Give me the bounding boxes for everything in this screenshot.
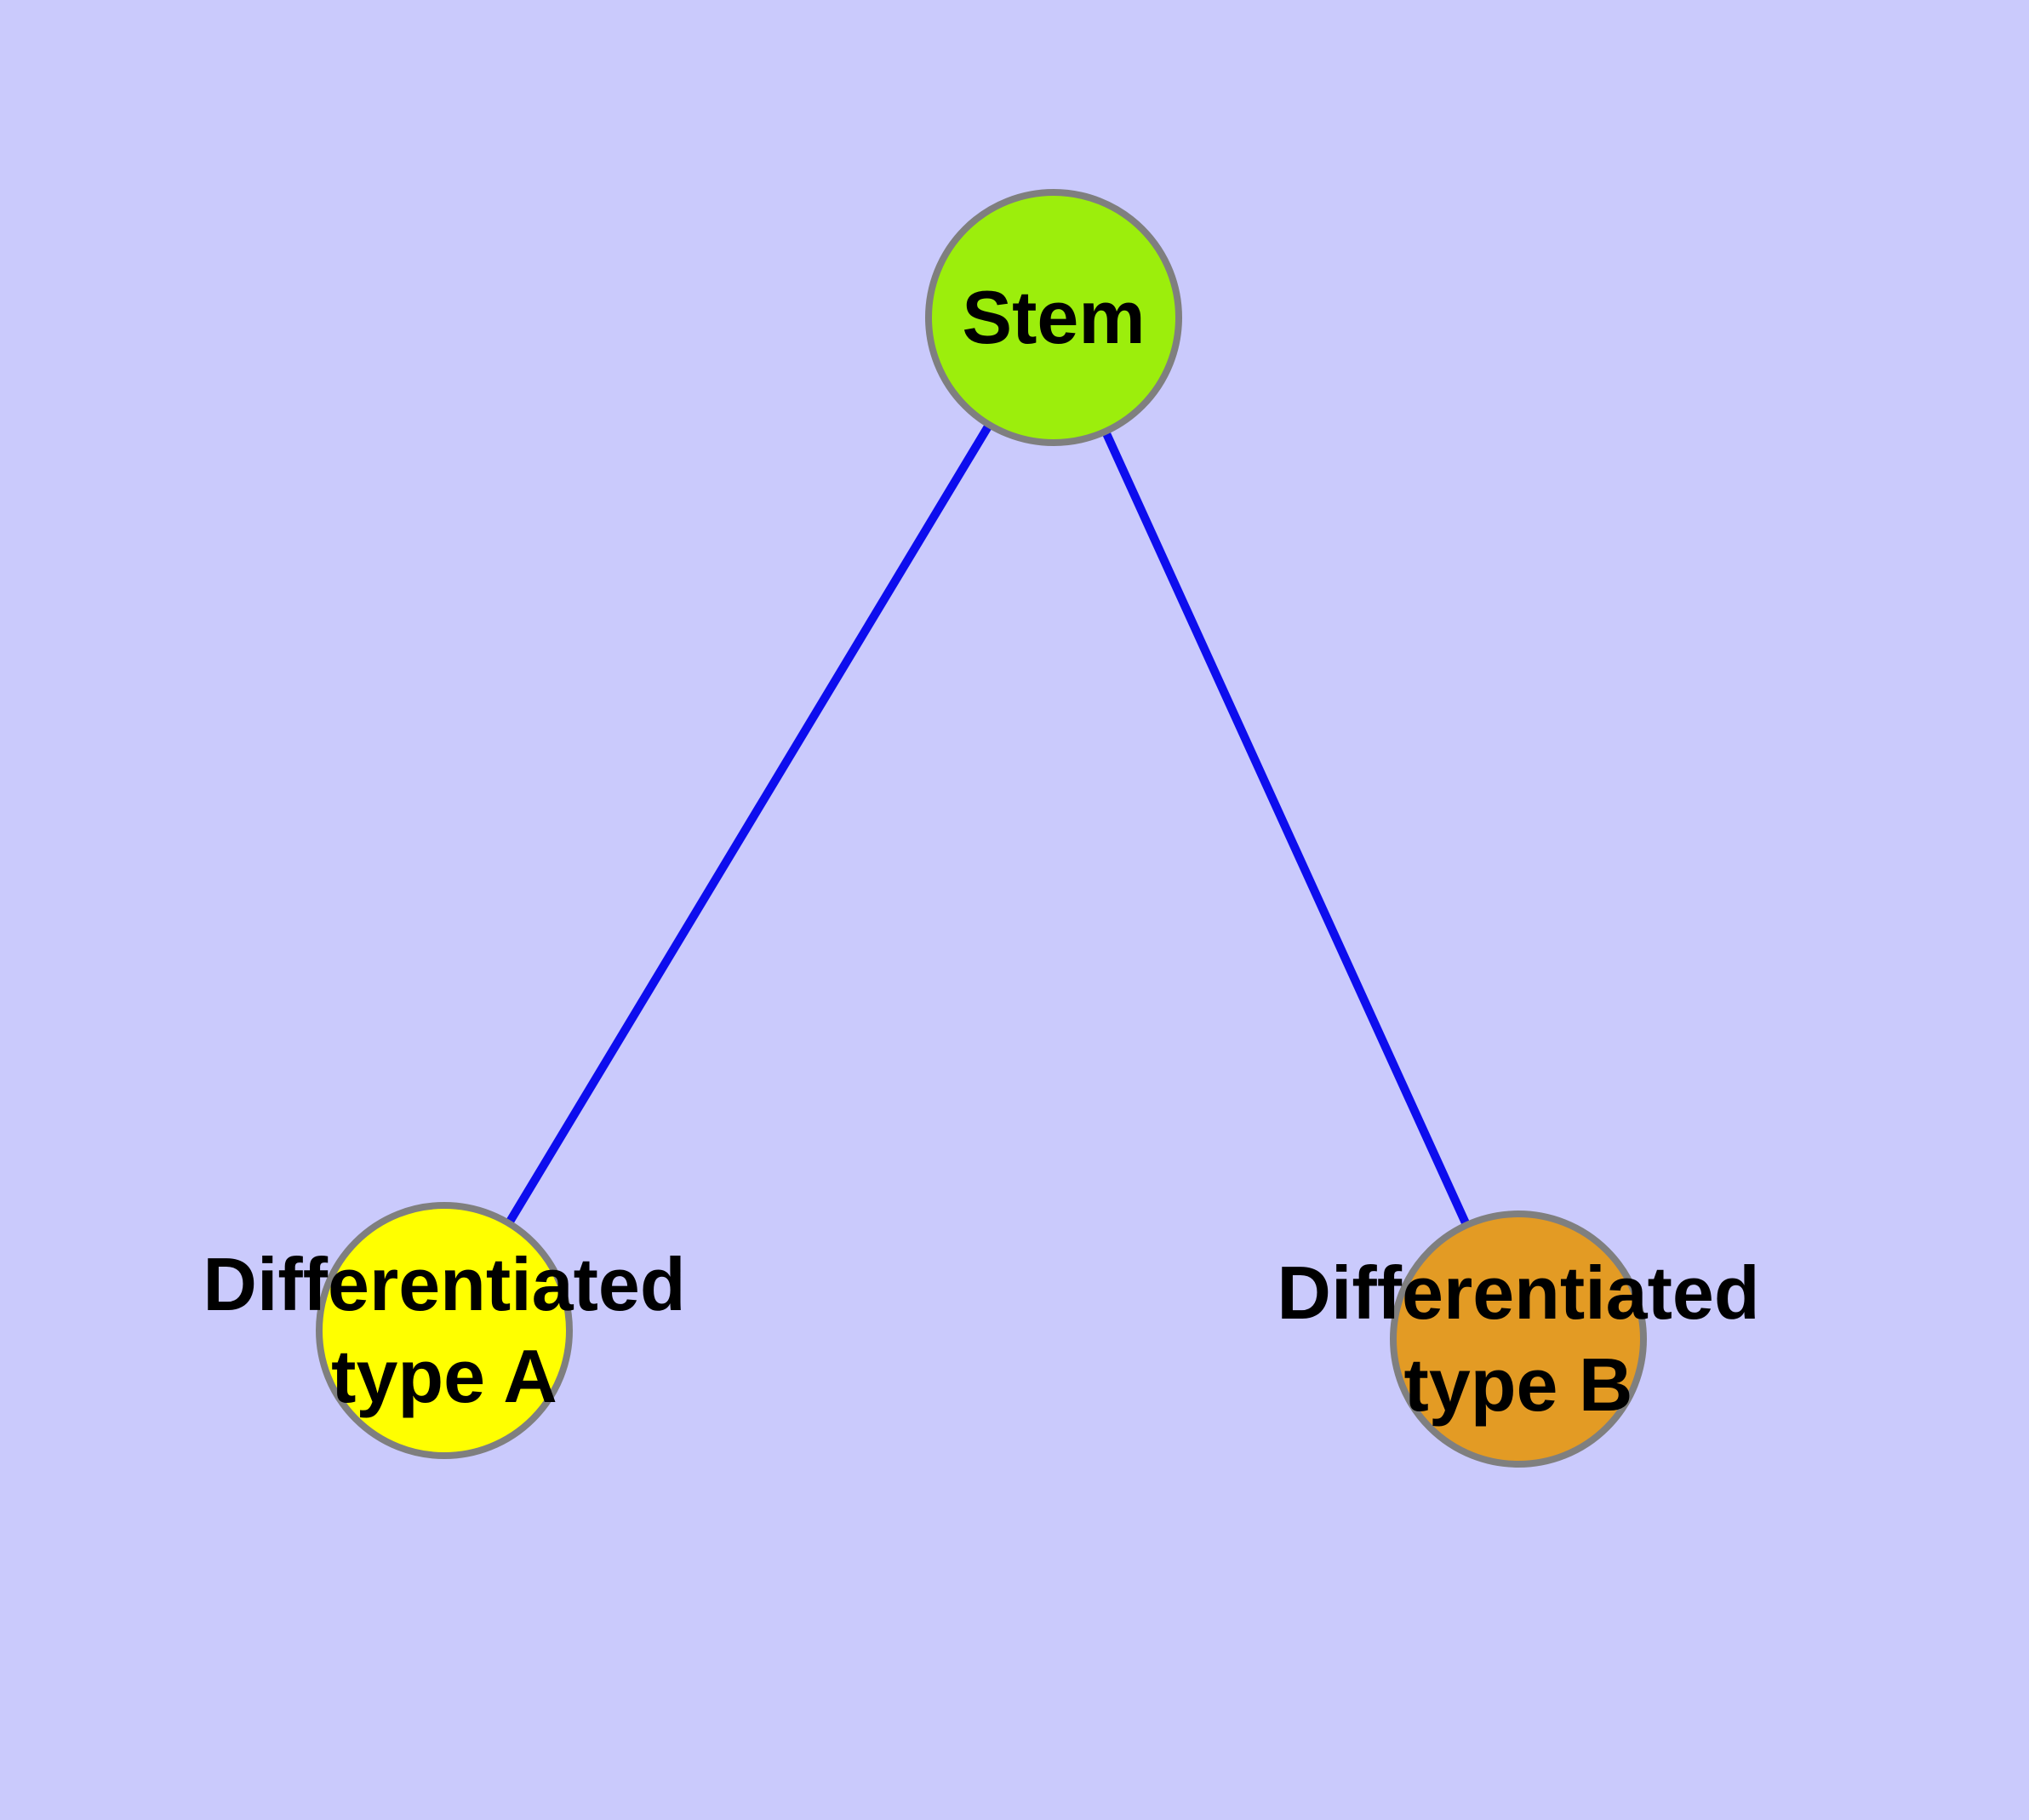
node-differentiated-type-a	[316, 1202, 573, 1459]
node-differentiated-type-b	[1390, 1210, 1647, 1468]
edge-stem-to-type-a	[440, 315, 1058, 1333]
edge-stem-to-type-b	[1049, 315, 1523, 1342]
node-stem	[925, 189, 1182, 446]
